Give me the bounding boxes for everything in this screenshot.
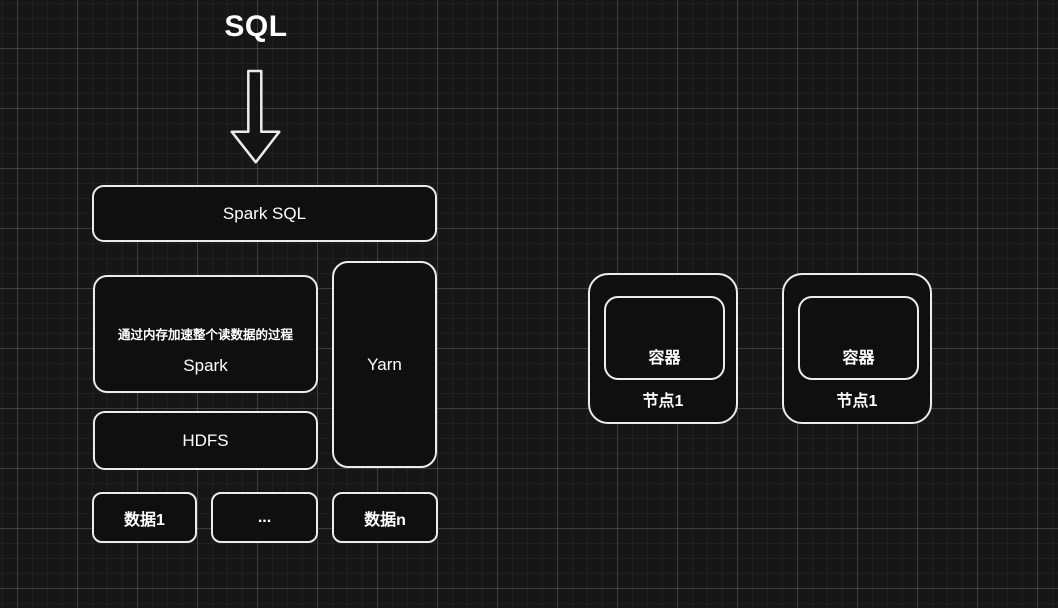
- data1-label: 数据1: [124, 511, 165, 529]
- hdfs-label: HDFS: [182, 430, 229, 450]
- spark-sql-box[interactable]: Spark SQL: [92, 185, 437, 242]
- node1-container-box[interactable]: 容器: [604, 296, 725, 380]
- spark-label: Spark: [183, 356, 228, 375]
- spark-box[interactable]: 通过内存加速整个读数据的过程 Spark: [93, 275, 318, 393]
- data1-box[interactable]: 数据1: [92, 492, 197, 543]
- node2-container-box[interactable]: 容器: [798, 296, 919, 380]
- data-ellipsis-label: ...: [257, 508, 272, 526]
- hdfs-box[interactable]: HDFS: [93, 411, 318, 470]
- yarn-label: Yarn: [367, 354, 402, 374]
- down-arrow-icon[interactable]: [225, 68, 287, 168]
- node1-label: 节点1: [642, 393, 684, 410]
- spark-sql-label: Spark SQL: [222, 203, 307, 223]
- node1-box[interactable]: 容器 节点1: [588, 273, 738, 424]
- node1-container-label: 容器: [648, 350, 681, 367]
- datan-label: 数据n: [364, 511, 406, 529]
- yarn-box[interactable]: Yarn: [332, 261, 437, 468]
- spark-note-label: 通过内存加速整个读数据的过程: [117, 328, 293, 342]
- node2-label: 节点1: [836, 393, 878, 410]
- node2-container-label: 容器: [842, 350, 875, 367]
- datan-box[interactable]: 数据n: [332, 492, 438, 543]
- data-ellipsis-box[interactable]: ...: [211, 492, 318, 543]
- node2-box[interactable]: 容器 节点1: [782, 273, 932, 424]
- diagram-title: SQL: [224, 10, 288, 43]
